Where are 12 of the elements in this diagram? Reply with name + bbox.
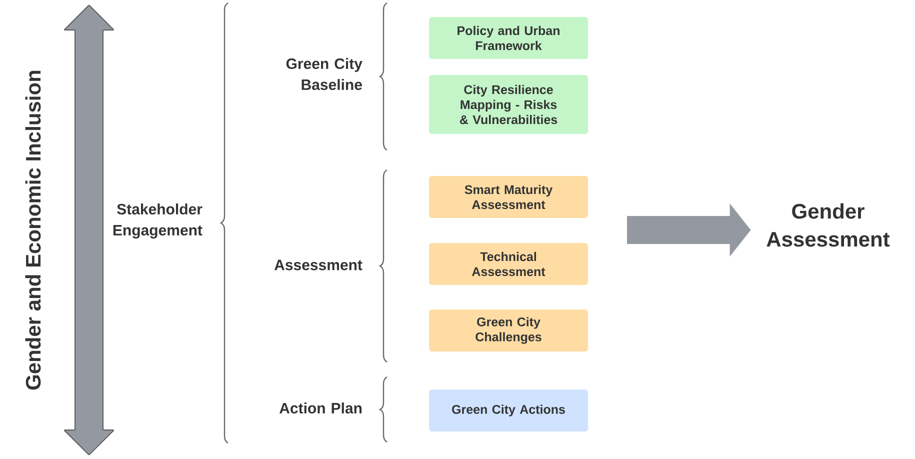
process-box: Policy and Urban Framework (429, 17, 588, 59)
process-box: Technical Assessment (429, 243, 588, 285)
process-box: Green City Challenges (429, 310, 588, 352)
process-box: Smart Maturity Assessment (429, 176, 588, 218)
group-label: Assessment (274, 260, 362, 270)
result-text: Gender Assessment (766, 203, 890, 247)
process-box: Green City Actions (429, 390, 588, 432)
process-box: City Resilience Mapping - Risks & Vulnerabilities (429, 75, 588, 134)
axis-label: Gender and Economic Inclusion (25, 70, 41, 390)
group-label: Green City Baseline (286, 58, 362, 90)
group-label: Stakeholder Engagement (113, 203, 202, 239)
group-label: Action Plan (280, 402, 362, 414)
